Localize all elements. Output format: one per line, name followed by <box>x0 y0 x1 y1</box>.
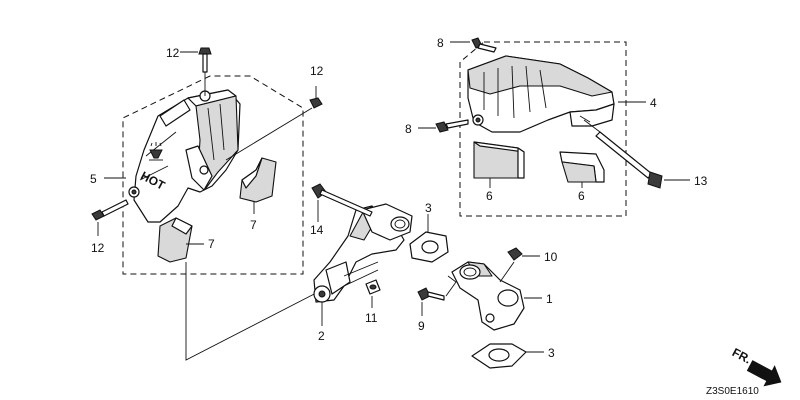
exhaust-pipe <box>313 203 413 303</box>
front-direction-arrow-icon <box>746 360 782 387</box>
callout-6: 6 <box>486 189 493 203</box>
bolt-13 <box>595 131 663 189</box>
gasket-3-lower <box>471 343 527 369</box>
callout-2: 2 <box>318 329 325 343</box>
callout-9: 9 <box>418 319 425 333</box>
callout-12: 12 <box>91 241 105 255</box>
callout-3: 3 <box>548 346 555 360</box>
heat-pad-7-lower <box>157 217 193 263</box>
heat-pad-6-right <box>559 151 605 183</box>
callout-7: 7 <box>250 218 257 232</box>
gasket-3-upper <box>409 231 449 263</box>
callout-7: 7 <box>208 237 215 251</box>
left-group-outline <box>122 75 304 275</box>
exhaust-joint <box>451 261 525 331</box>
bolt-12-right <box>309 97 323 109</box>
bolt-14 <box>311 183 373 217</box>
callout-13: 13 <box>694 174 708 188</box>
callout-1: 1 <box>546 292 553 306</box>
nut-11 <box>365 279 381 295</box>
exhaust-pipe-protector <box>467 55 615 133</box>
callout-6: 6 <box>578 189 585 203</box>
bolt-8-top <box>471 37 497 53</box>
leader-13-to-part <box>583 119 601 133</box>
drawing-code: Z3S0E1610 <box>706 386 759 397</box>
callout-8: 8 <box>405 122 412 136</box>
callout-11: 11 <box>365 311 378 325</box>
callout-4: 4 <box>650 96 657 110</box>
callout-14: 14 <box>310 223 324 237</box>
callout-3: 3 <box>425 201 432 215</box>
bolt-9 <box>417 287 445 301</box>
callout-8: 8 <box>437 36 444 50</box>
callout-12: 12 <box>310 64 324 78</box>
front-direction-label: FR. <box>730 345 754 366</box>
nut-10 <box>507 247 523 261</box>
leader-9-to-joint <box>445 275 457 297</box>
heat-pad-6-left <box>473 141 525 179</box>
right-group-outline <box>459 41 627 217</box>
hot-warning-icon <box>149 142 163 161</box>
leader-10-to-joint <box>499 261 515 283</box>
leader-left-group-to-joint <box>185 262 323 361</box>
leader-12-right-to-part <box>225 107 313 161</box>
bolt-12-top <box>198 47 212 73</box>
heat-pad-7-upper <box>239 157 277 203</box>
callout-10: 10 <box>544 250 558 264</box>
bolt-12-left <box>91 199 129 221</box>
bolt-8-left <box>435 119 469 133</box>
callout-12: 12 <box>166 46 180 60</box>
muffler-protector <box>128 89 241 223</box>
callout-5: 5 <box>90 172 97 186</box>
